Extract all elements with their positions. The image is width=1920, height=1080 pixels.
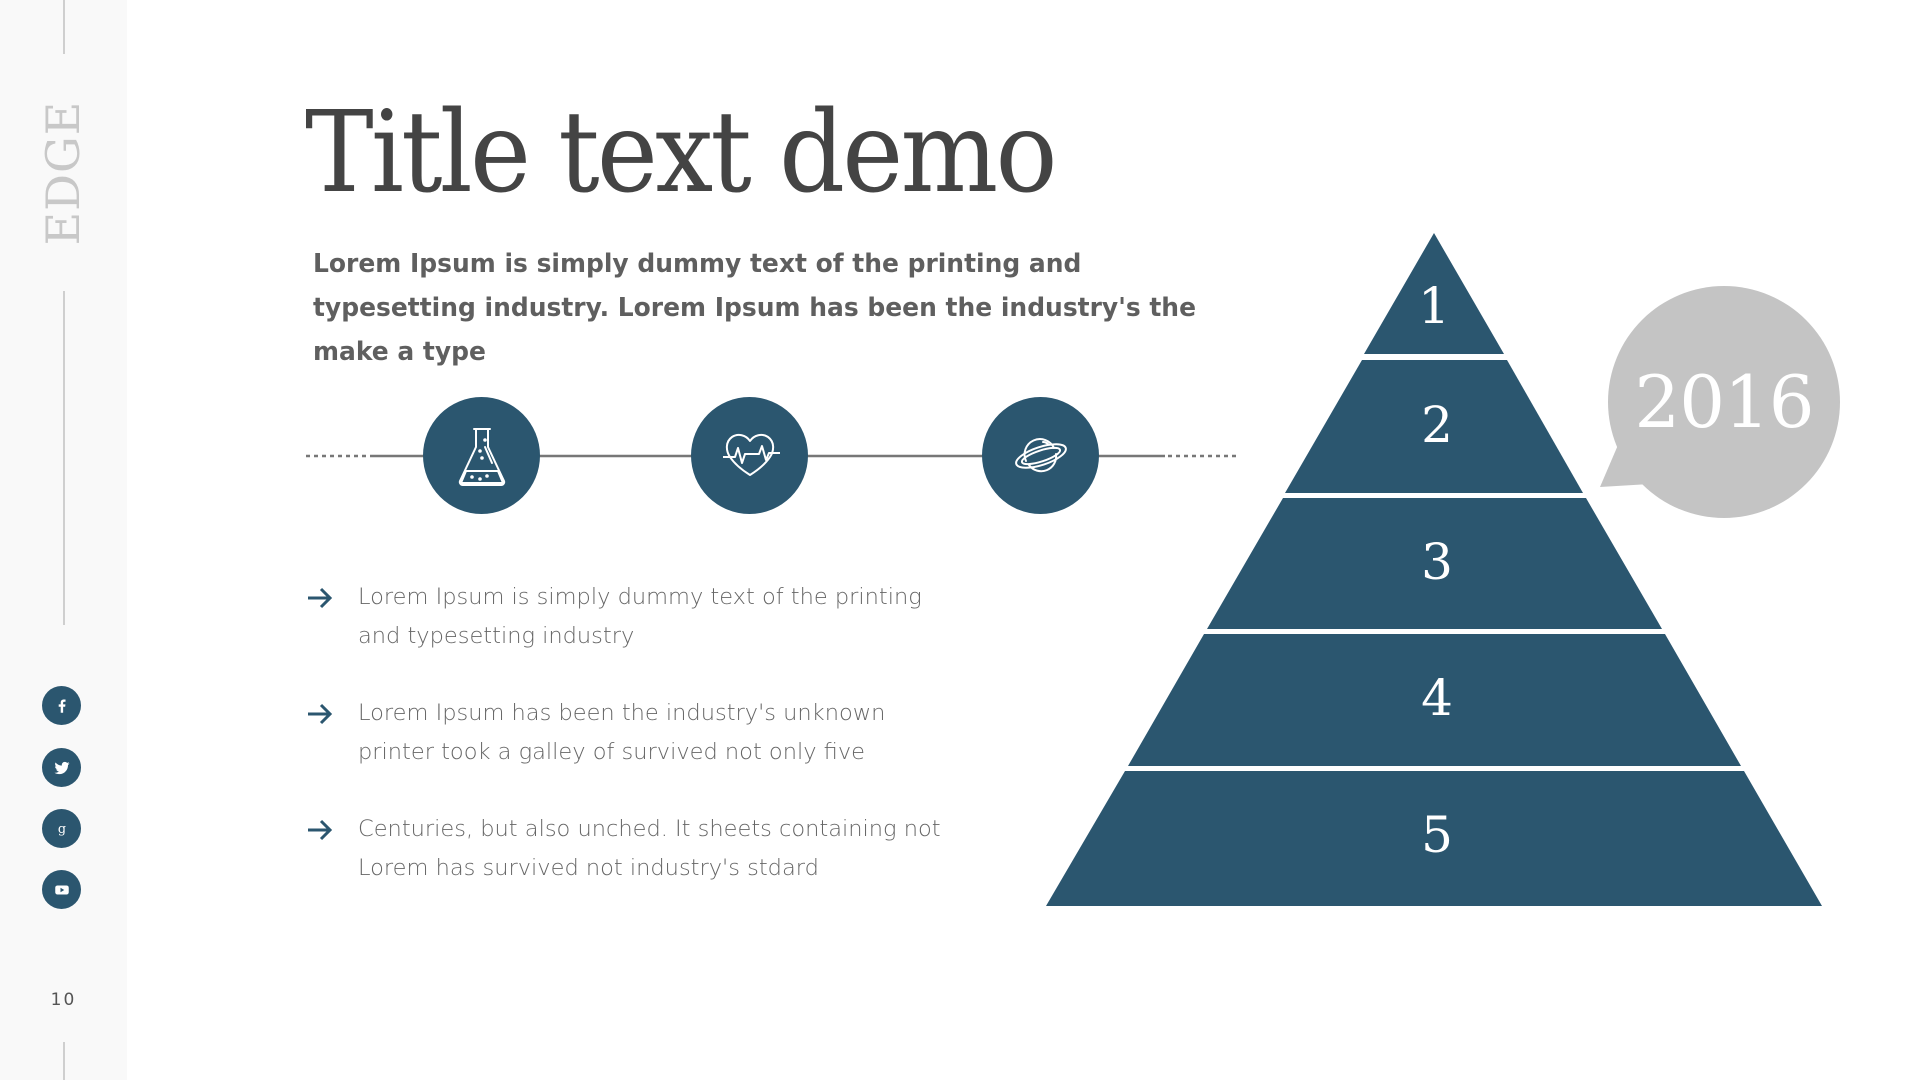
timeline-icon-health (691, 397, 808, 514)
pyramid-tier-1-label: 1 (1418, 277, 1450, 335)
sidebar-divider-middle (63, 291, 65, 625)
google-button[interactable]: g (42, 809, 81, 848)
pyramid-tier-3-label: 3 (1421, 533, 1453, 591)
arrow-right-icon (308, 819, 333, 841)
pyramid-tier-4 (1128, 634, 1741, 766)
facebook-button[interactable] (42, 686, 81, 725)
callout-bubble (1600, 286, 1840, 518)
twitter-icon (54, 761, 69, 774)
pyramid-tier-2 (1285, 360, 1583, 493)
bullet-text: Lorem Ipsum has been the industry's unkn… (358, 700, 886, 765)
callout-year: 2016 (1634, 360, 1814, 444)
page-title: Title text demo (305, 88, 1057, 218)
google-icon: g (57, 821, 65, 836)
bullet-text: Lorem Ipsum is simply dummy text of the … (358, 584, 922, 649)
arrow-right-icon (308, 703, 333, 725)
timeline-icon-science (423, 397, 540, 514)
sidebar-divider-top (63, 0, 65, 54)
pyramid-tier-1 (1364, 233, 1504, 354)
sidebar-divider-bottom (63, 1042, 65, 1080)
planet-icon (1014, 437, 1067, 472)
bullet-text: Centuries, but also unched. It sheets co… (358, 816, 941, 881)
youtube-button[interactable] (42, 870, 81, 909)
pyramid-tier-4-label: 4 (1421, 669, 1453, 727)
pyramid-tier-5-label: 5 (1421, 806, 1453, 864)
list-item: Lorem Ipsum has been the industry's unkn… (306, 694, 956, 772)
pyramid-tier-5 (1046, 771, 1822, 906)
page-number: 10 (50, 990, 77, 1010)
pyramid-tier-2-label: 2 (1421, 396, 1453, 454)
svg-text:g: g (57, 821, 65, 836)
facebook-icon (58, 698, 66, 713)
page-subtitle: Lorem Ipsum is simply dummy text of the … (313, 249, 1197, 367)
timeline-icon-space (982, 397, 1099, 514)
arrow-right-icon (308, 587, 333, 609)
heart-pulse-icon (722, 433, 780, 476)
list-item: Centuries, but also unched. It sheets co… (306, 810, 956, 888)
sidebar: EDGE g 10 (0, 0, 127, 1080)
twitter-button[interactable] (42, 748, 81, 787)
youtube-icon (54, 885, 69, 894)
pyramid-tier-3 (1207, 498, 1662, 629)
list-item: Lorem Ipsum is simply dummy text of the … (306, 578, 956, 656)
flask-icon (458, 427, 505, 486)
bullet-list: Lorem Ipsum is simply dummy text of the … (306, 578, 956, 926)
